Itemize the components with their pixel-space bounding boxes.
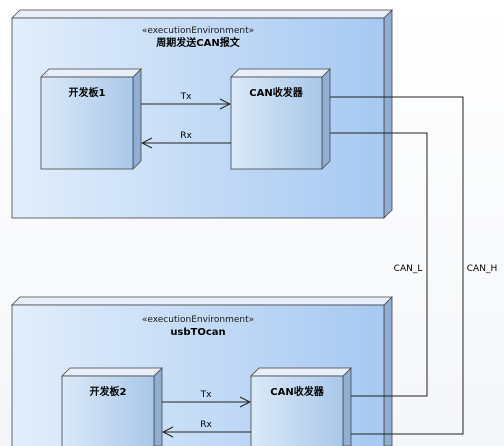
transceiver-1-node[interactable]: CAN收发器 bbox=[230, 68, 331, 170]
env-1-stereotype: «executionEnvironment» bbox=[142, 26, 254, 36]
rx-label-2: Rx bbox=[200, 420, 212, 430]
can-h-bus-line[interactable] bbox=[330, 96, 464, 435]
env-1-top-face bbox=[11, 9, 393, 19]
env-2-title: usbTOcan bbox=[170, 327, 225, 338]
env-2-top-face bbox=[11, 296, 393, 306]
board-2-node[interactable]: 开发板2 bbox=[61, 367, 163, 446]
can-h-label: CAN_H bbox=[467, 264, 497, 274]
transceiver-1-label: CAN收发器 bbox=[249, 86, 303, 99]
transceiver-2-node[interactable]: CAN收发器 bbox=[250, 367, 352, 446]
can-l-label: CAN_L bbox=[394, 264, 423, 274]
transceiver-1-top-face bbox=[230, 68, 331, 78]
board-1-top-face bbox=[40, 68, 142, 78]
env-2-side-face bbox=[383, 296, 393, 446]
can-l-bus-line[interactable] bbox=[330, 132, 428, 397]
env-2-stereotype: «executionEnvironment» bbox=[142, 315, 254, 325]
transceiver-2-label: CAN收发器 bbox=[270, 385, 324, 398]
tx-label-2: Tx bbox=[200, 390, 212, 400]
env-1-side-face bbox=[383, 9, 393, 219]
transceiver-2-front-face bbox=[250, 375, 344, 446]
board-2-side-face bbox=[153, 367, 163, 446]
board-1-label: 开发板1 bbox=[69, 86, 106, 99]
board-1-side-face bbox=[132, 68, 142, 170]
env-1-title: 周期发送CAN报文 bbox=[156, 36, 240, 49]
board-1-front-face bbox=[40, 76, 134, 170]
transceiver-2-side-face bbox=[342, 367, 352, 446]
board-2-top-face bbox=[61, 367, 163, 377]
transceiver-2-top-face bbox=[250, 367, 352, 377]
transceiver-1-front-face bbox=[230, 76, 323, 170]
transceiver-1-side-face bbox=[321, 68, 331, 170]
board-1-node[interactable]: 开发板1 bbox=[40, 68, 142, 170]
tx-label-1: Tx bbox=[180, 92, 192, 102]
board-2-front-face bbox=[61, 375, 155, 446]
board-2-label: 开发板2 bbox=[90, 385, 127, 398]
rx-label-1: Rx bbox=[180, 131, 192, 141]
